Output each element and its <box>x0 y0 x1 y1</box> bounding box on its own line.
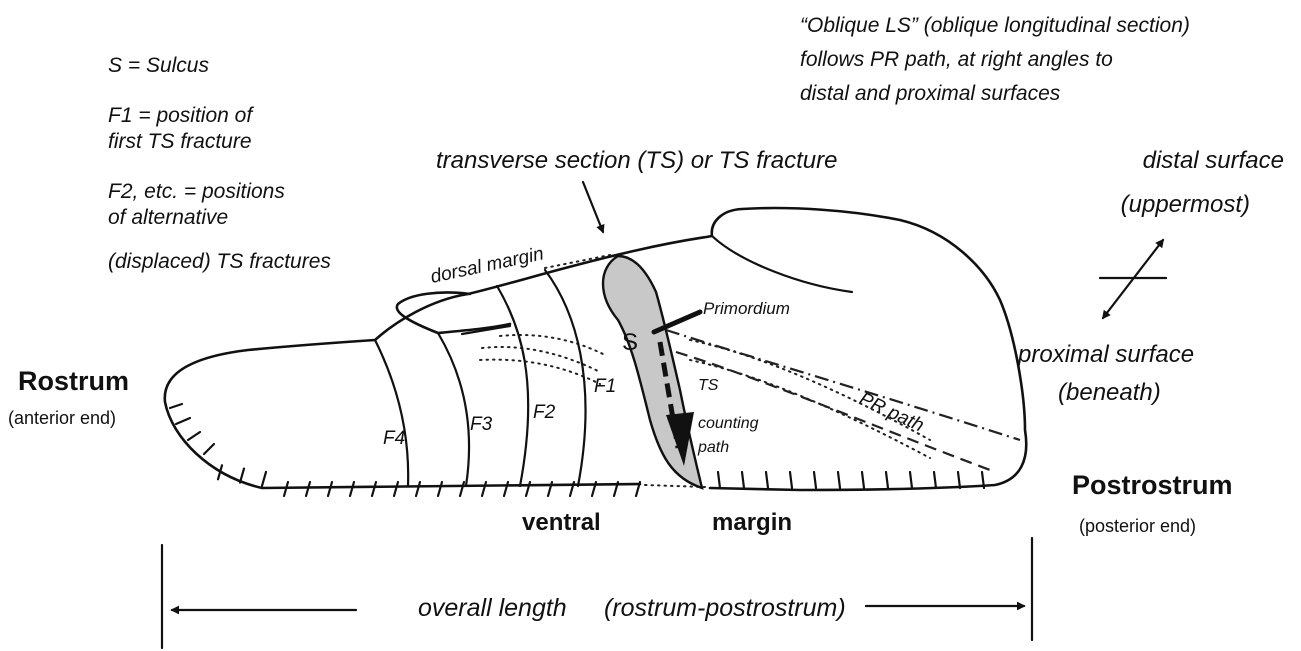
legend-f1-line2: first TS fracture <box>108 130 252 153</box>
margin-tick <box>910 472 912 488</box>
overall-length-dimension: overall length (rostrum-postrostrum) <box>162 538 1032 648</box>
overall-length-sublabel: (rostrum-postrostrum) <box>604 594 846 622</box>
rostrum-label: Rostrum <box>18 366 129 396</box>
margin-tick <box>176 418 190 424</box>
margin-tick <box>790 472 792 488</box>
ventral-ticks <box>170 404 984 496</box>
distal-label-line2: (uppermost) <box>1121 191 1250 218</box>
legend-f2-line1: F2, etc. = positions <box>108 180 285 203</box>
margin-label: margin <box>712 509 792 536</box>
fracture-f3 <box>438 333 469 486</box>
oblique-note-line3: distal and proximal surfaces <box>800 82 1061 105</box>
f3-label: F3 <box>470 414 493 435</box>
f2-label: F2 <box>533 402 556 423</box>
f1-label: F1 <box>594 376 616 397</box>
margin-tick <box>886 472 888 488</box>
oblique-note-line1: “Oblique LS” (oblique longitudinal secti… <box>800 14 1190 37</box>
margin-tick <box>306 482 310 496</box>
f4-label: F4 <box>383 428 405 449</box>
margin-tick <box>438 482 442 496</box>
overall-length-label: overall length <box>418 594 567 622</box>
margin-tick <box>862 472 864 488</box>
margin-tick <box>170 404 182 408</box>
margin-tick <box>394 482 398 496</box>
legend-sulcus: S = Sulcus <box>108 54 209 77</box>
fracture-f1 <box>545 270 586 486</box>
sulcus-region <box>603 256 702 488</box>
margin-tick <box>204 444 214 454</box>
legend-f2-line3: (displaced) TS fractures <box>108 250 331 273</box>
legend: S = Sulcus F1 = position of first TS fra… <box>108 54 331 273</box>
primordium-label: Primordium <box>703 299 790 318</box>
proximal-label-line1: proximal surface <box>1017 341 1194 368</box>
margin-tick <box>504 482 508 496</box>
ts-arrow <box>583 182 603 232</box>
margin-tick <box>416 482 420 496</box>
postrostrum-sublabel: (posterior end) <box>1079 516 1196 536</box>
ts-path-label-1: TS <box>698 377 719 394</box>
sulcus-label: S <box>622 329 638 356</box>
ts-path-label-2: counting <box>698 415 759 432</box>
margin-tick <box>838 472 840 488</box>
oblique-ls-note: “Oblique LS” (oblique longitudinal secti… <box>800 14 1190 105</box>
margin-tick <box>934 472 936 488</box>
ts-path-label-3: path <box>697 439 729 456</box>
ventral-label: ventral <box>522 509 601 536</box>
margin-tick <box>958 472 960 488</box>
margin-tick <box>240 469 244 483</box>
margin-tick <box>188 432 200 440</box>
fracture-f4 <box>375 340 408 486</box>
pr-path-label: PR path <box>856 388 927 436</box>
margin-tick <box>766 472 768 488</box>
margin-tick <box>742 472 744 488</box>
legend-f2-line2: of alternative <box>108 206 228 229</box>
fracture-f2 <box>497 286 528 486</box>
margin-tick <box>262 472 266 486</box>
proximal-label-line2: (beneath) <box>1058 379 1161 406</box>
ts-heading: transverse section (TS) or TS fracture <box>436 147 837 174</box>
margin-tick <box>372 482 376 496</box>
margin-tick <box>328 482 332 496</box>
margin-tick <box>718 472 720 488</box>
margin-tick <box>482 482 486 496</box>
postrostrum-label: Postrostrum <box>1072 470 1233 500</box>
margin-tick <box>350 482 354 496</box>
rostrum-sublabel: (anterior end) <box>8 408 116 428</box>
margin-tick <box>814 472 816 488</box>
oblique-note-line2: follows PR path, at right angles to <box>800 48 1113 71</box>
margin-tick <box>460 482 464 496</box>
dorsal-margin-label: dorsal margin <box>429 243 546 287</box>
distal-label-line1: distal surface <box>1143 147 1284 174</box>
fracture-lines <box>375 270 586 486</box>
legend-f1-line1: F1 = position of <box>108 104 254 127</box>
